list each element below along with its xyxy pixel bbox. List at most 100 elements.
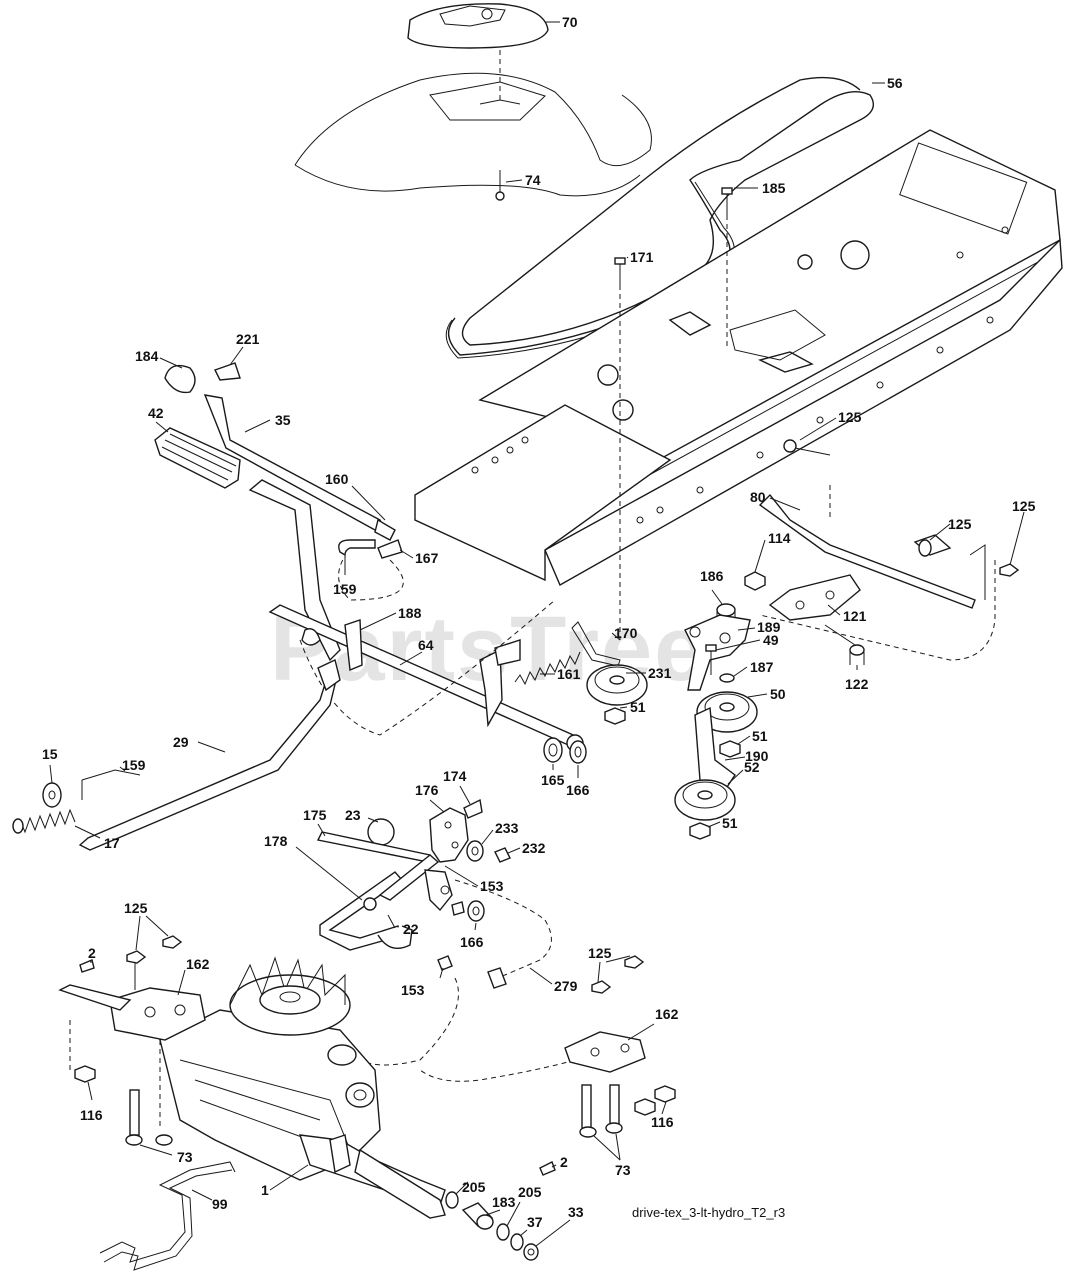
label-2a: 2 <box>88 945 96 961</box>
part-170-idler-arm <box>571 621 621 667</box>
part-121-bracket <box>768 574 861 646</box>
part-178-lever <box>295 846 440 951</box>
label-221: 221 <box>236 331 260 347</box>
part-125-bolt-e <box>591 955 645 994</box>
part-232-bolt <box>494 847 521 863</box>
part-22-link <box>387 914 396 929</box>
label-187: 187 <box>750 659 774 675</box>
part-165-bushing <box>543 737 563 770</box>
label-17: 17 <box>104 835 120 851</box>
part-189-idler-bracket <box>684 614 756 691</box>
part-51-nut-a <box>604 706 628 725</box>
part-167-clip <box>377 539 414 559</box>
part-279-cable <box>454 879 553 989</box>
label-37: 37 <box>527 1214 543 1230</box>
label-116b: 116 <box>651 1114 674 1130</box>
part-153-pin-b <box>437 955 453 979</box>
part-184-knob <box>159 357 196 394</box>
label-64: 64 <box>418 637 434 653</box>
label-161: 161 <box>557 666 581 682</box>
part-205-washer-b <box>496 1201 521 1241</box>
part-160-clip <box>351 485 396 541</box>
part-116-nut-a <box>74 1065 96 1101</box>
label-23: 23 <box>345 807 361 823</box>
label-122: 122 <box>845 676 869 692</box>
part-185-bolt <box>721 187 758 350</box>
part-29-rod <box>78 659 341 851</box>
label-22: 22 <box>403 921 419 937</box>
part-159-spring <box>338 539 376 575</box>
part-23-ball <box>367 817 395 846</box>
label-185: 185 <box>762 180 786 196</box>
part-99-bypass-rod <box>99 1161 236 1271</box>
frame-chassis <box>414 129 1063 586</box>
part-116-nut-b <box>634 1085 676 1116</box>
label-183: 183 <box>492 1194 516 1210</box>
part-37-washer <box>510 1229 528 1251</box>
label-15: 15 <box>42 746 58 762</box>
label-125a: 125 <box>838 409 862 425</box>
label-125d: 125 <box>124 900 148 916</box>
part-231-pulley <box>586 664 648 706</box>
label-51c: 51 <box>722 815 738 831</box>
part-2-key-b <box>539 1161 557 1176</box>
label-51b: 51 <box>752 728 768 744</box>
label-171: 171 <box>630 249 654 265</box>
label-125e: 125 <box>588 945 612 961</box>
part-64-cross-shaft <box>268 604 584 752</box>
part-51-nut-c <box>689 821 721 840</box>
label-186: 186 <box>700 568 724 584</box>
part-2-key-a <box>79 959 95 973</box>
label-74: 74 <box>525 172 541 188</box>
part-186-bushing <box>711 589 736 618</box>
frame-holes <box>471 226 1009 524</box>
label-178: 178 <box>264 833 288 849</box>
label-205b: 205 <box>518 1184 542 1200</box>
label-42: 42 <box>148 405 164 421</box>
label-51a: 51 <box>630 699 646 715</box>
label-159b: 159 <box>122 757 146 773</box>
part-183-spacer <box>461 1202 501 1230</box>
label-162a: 162 <box>186 956 210 972</box>
part-73-pin-b <box>579 1084 623 1161</box>
label-1: 1 <box>261 1182 269 1198</box>
label-233: 233 <box>495 820 519 836</box>
part-176-bracket <box>429 799 469 863</box>
label-176: 176 <box>415 782 439 798</box>
label-125c: 125 <box>1012 498 1036 514</box>
part-125-bolt-c <box>999 511 1025 577</box>
part-33-nut <box>523 1219 571 1261</box>
label-170: 170 <box>614 625 638 641</box>
label-189: 189 <box>757 619 781 635</box>
label-190: 190 <box>745 748 769 764</box>
label-175: 175 <box>303 807 327 823</box>
label-153b: 153 <box>401 982 425 998</box>
label-184: 184 <box>135 348 159 364</box>
part-42-pedal-pad <box>154 421 241 489</box>
part-74-screw <box>495 170 523 201</box>
label-73b: 73 <box>615 1162 631 1178</box>
label-56: 56 <box>887 75 903 91</box>
label-70: 70 <box>562 14 578 30</box>
part-162-mount-plate-b <box>564 1023 655 1073</box>
label-162b: 162 <box>655 1006 679 1022</box>
label-116a: 116 <box>80 1107 103 1123</box>
label-153a: 153 <box>480 878 504 894</box>
transmission-fan <box>229 956 351 1036</box>
label-52: 52 <box>744 759 760 775</box>
label-166a: 166 <box>566 782 590 798</box>
diagram-reference-code: drive-tex_3-lt-hydro_T2_r3 <box>632 1205 785 1220</box>
part-171-bolt <box>614 256 629 640</box>
part-162-mount-plate-a <box>58 969 206 1041</box>
part-1-transmission <box>159 1009 446 1219</box>
label-35: 35 <box>275 412 291 428</box>
label-73a: 73 <box>177 1149 193 1165</box>
label-188: 188 <box>398 605 422 621</box>
label-167: 167 <box>415 550 439 566</box>
label-159a: 159 <box>333 581 357 597</box>
label-160: 160 <box>325 471 349 487</box>
label-165: 165 <box>541 772 565 788</box>
label-33: 33 <box>568 1204 584 1220</box>
part-51-nut-b <box>719 735 751 758</box>
